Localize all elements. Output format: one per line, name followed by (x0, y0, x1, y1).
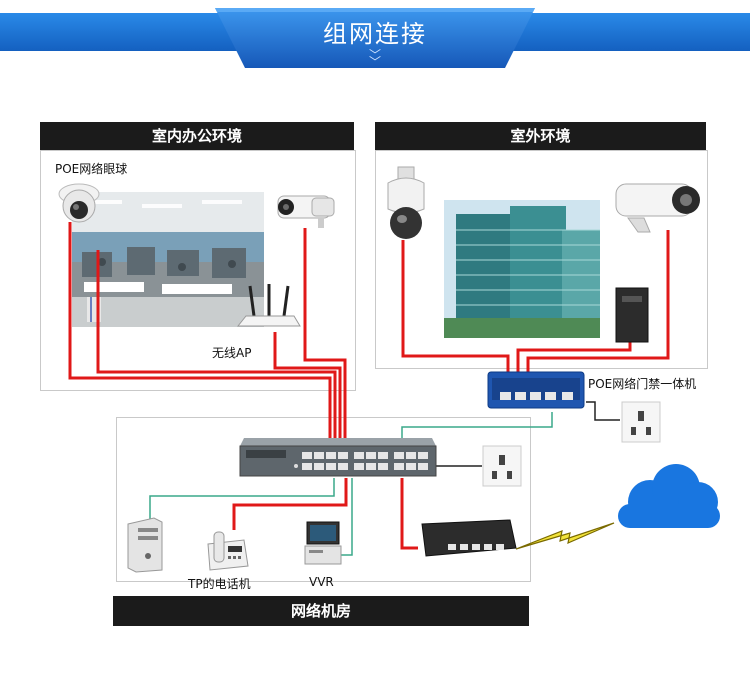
vvr-label: VVR (309, 575, 334, 589)
indoor-header: 室内办公环境 (40, 122, 354, 150)
page-title: 组网连接 (323, 20, 427, 48)
machine-room-header: 网络机房 (113, 596, 529, 626)
dome-camera-icon (58, 183, 100, 223)
wall-socket-icon (482, 445, 522, 487)
outdoor-header: 室外环境 (375, 122, 706, 150)
cloud-icon (618, 464, 720, 528)
building-photo (444, 200, 600, 338)
title-banner (0, 8, 750, 68)
core-switch-icon (239, 438, 437, 477)
access-controller-icon (615, 287, 649, 343)
poe-dome-label: POE网络眼球 (55, 162, 128, 176)
router-icon (421, 519, 517, 557)
lightning-icon (515, 522, 615, 550)
industrial-pc-icon (304, 521, 342, 565)
telephone-icon (207, 531, 249, 571)
bullet-camera-icon (277, 195, 335, 228)
wireless-ap-label: 无线AP (212, 346, 252, 360)
wireless-ap-icon (236, 284, 301, 327)
tp-phone-label: TP的电话机 (188, 577, 251, 591)
poe-access-label: POE网络门禁一体机 (588, 377, 697, 391)
poe-switch-icon (487, 371, 585, 409)
wall-socket-icon-2 (621, 401, 661, 443)
outdoor-dome-camera-icon (387, 166, 425, 239)
chevron-down-icon: ﹀﹀ (368, 48, 381, 69)
pc-tower-icon (127, 517, 163, 573)
outdoor-bullet-camera-icon (615, 183, 700, 233)
